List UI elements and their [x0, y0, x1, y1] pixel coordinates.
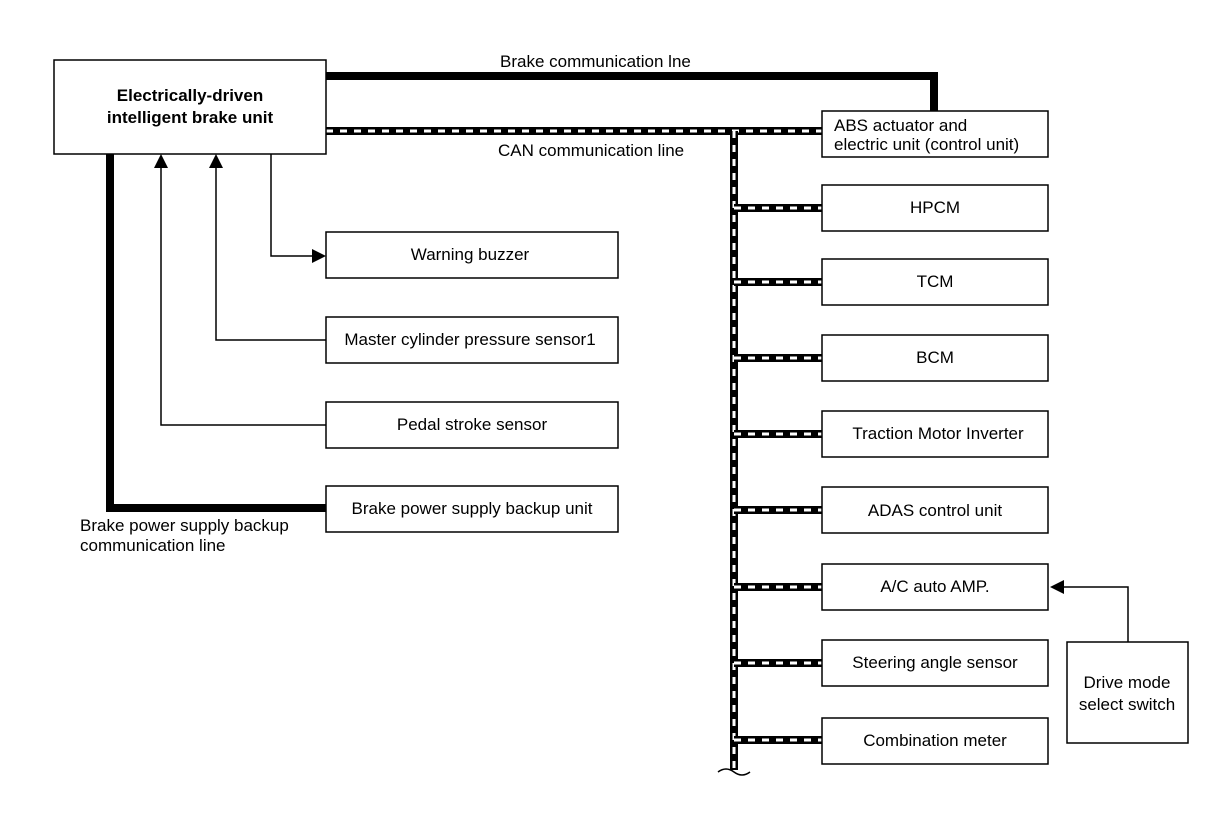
can-communication-line [326, 127, 822, 770]
warning-buzzer-box: Warning buzzer [325, 231, 619, 279]
brake-unit-box: Electrically-driven intelligent brake un… [53, 59, 327, 155]
abs-unit-label-2: electric unit (control unit) [834, 135, 1019, 154]
master-cylinder-label: Master cylinder pressure sensor1 [344, 330, 595, 349]
backup-line-label-1: Brake power supply backup [80, 516, 289, 535]
drive-mode-switch-box: Drive mode select switch [1066, 641, 1189, 744]
brake-communication-line-label: Brake communication lne [500, 52, 691, 71]
brake-unit-label-2: intelligent brake unit [107, 108, 274, 127]
node-ac-auto-amp: A/C auto AMP. [821, 563, 1049, 611]
abs-unit-label-1: ABS actuator and [834, 116, 967, 135]
node-hpcm-label: HPCM [910, 198, 960, 217]
node-adas-control-unit: ADAS control unit [821, 486, 1049, 534]
brake-unit-label-1: Electrically-driven [117, 86, 263, 105]
node-combination-meter-label: Combination meter [863, 731, 1007, 750]
backup-communication-line [106, 154, 326, 512]
node-bcm-label: BCM [916, 348, 954, 367]
backup-unit-label: Brake power supply backup unit [352, 499, 593, 518]
node-adas-control-unit-label: ADAS control unit [868, 501, 1002, 520]
backup-line-label-2: communication line [80, 536, 226, 555]
can-communication-line-label: CAN communication line [498, 141, 684, 160]
master-cylinder-box: Master cylinder pressure sensor1 [325, 316, 619, 364]
node-traction-motor-inverter: Traction Motor Inverter [821, 410, 1049, 458]
can-line-break-mark [717, 768, 751, 776]
pedal-stroke-arrowhead [154, 154, 168, 168]
node-hpcm: HPCM [821, 184, 1049, 232]
abs-unit-box: ABS actuator and electric unit (control … [821, 110, 1049, 158]
master-cylinder-signal-line [215, 166, 326, 341]
node-traction-motor-inverter-label: Traction Motor Inverter [852, 424, 1024, 443]
node-ac-auto-amp-label: A/C auto AMP. [880, 577, 989, 596]
drive-mode-switch-label-2: select switch [1079, 695, 1175, 714]
warning-buzzer-signal-line [270, 154, 316, 257]
pedal-stroke-label: Pedal stroke sensor [397, 415, 548, 434]
node-combination-meter: Combination meter [821, 717, 1049, 765]
node-tcm: TCM [821, 258, 1049, 306]
drive-mode-signal-line [1062, 586, 1129, 642]
brake-communication-line [326, 72, 938, 111]
node-steering-angle-sensor: Steering angle sensor [821, 639, 1049, 687]
warning-buzzer-label: Warning buzzer [411, 245, 530, 264]
can-branches [734, 204, 822, 744]
node-steering-angle-sensor-label: Steering angle sensor [852, 653, 1018, 672]
drive-mode-arrowhead [1050, 580, 1064, 594]
backup-unit-box: Brake power supply backup unit [325, 485, 619, 533]
drive-mode-switch-label-1: Drive mode [1084, 673, 1171, 692]
pedal-stroke-signal-line [160, 166, 326, 426]
pedal-stroke-box: Pedal stroke sensor [325, 401, 619, 449]
warning-buzzer-arrowhead [312, 249, 326, 263]
master-cylinder-arrowhead [209, 154, 223, 168]
node-bcm: BCM [821, 334, 1049, 382]
node-tcm-label: TCM [917, 272, 954, 291]
